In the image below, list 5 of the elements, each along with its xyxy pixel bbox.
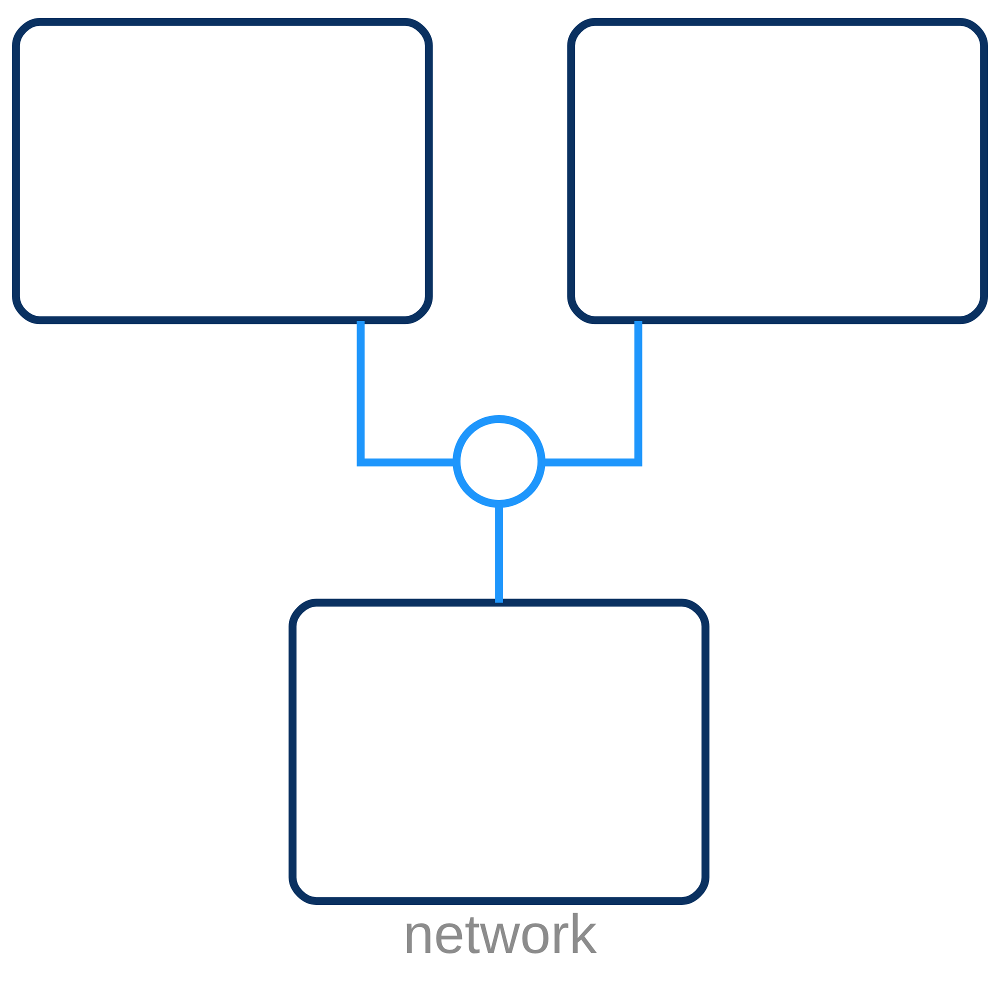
- node-circle: [452, 415, 546, 508]
- node-monitor: [288, 598, 710, 905]
- node-monitor: [567, 18, 988, 324]
- caption: network: [403, 903, 597, 966]
- node-monitor: [12, 18, 433, 324]
